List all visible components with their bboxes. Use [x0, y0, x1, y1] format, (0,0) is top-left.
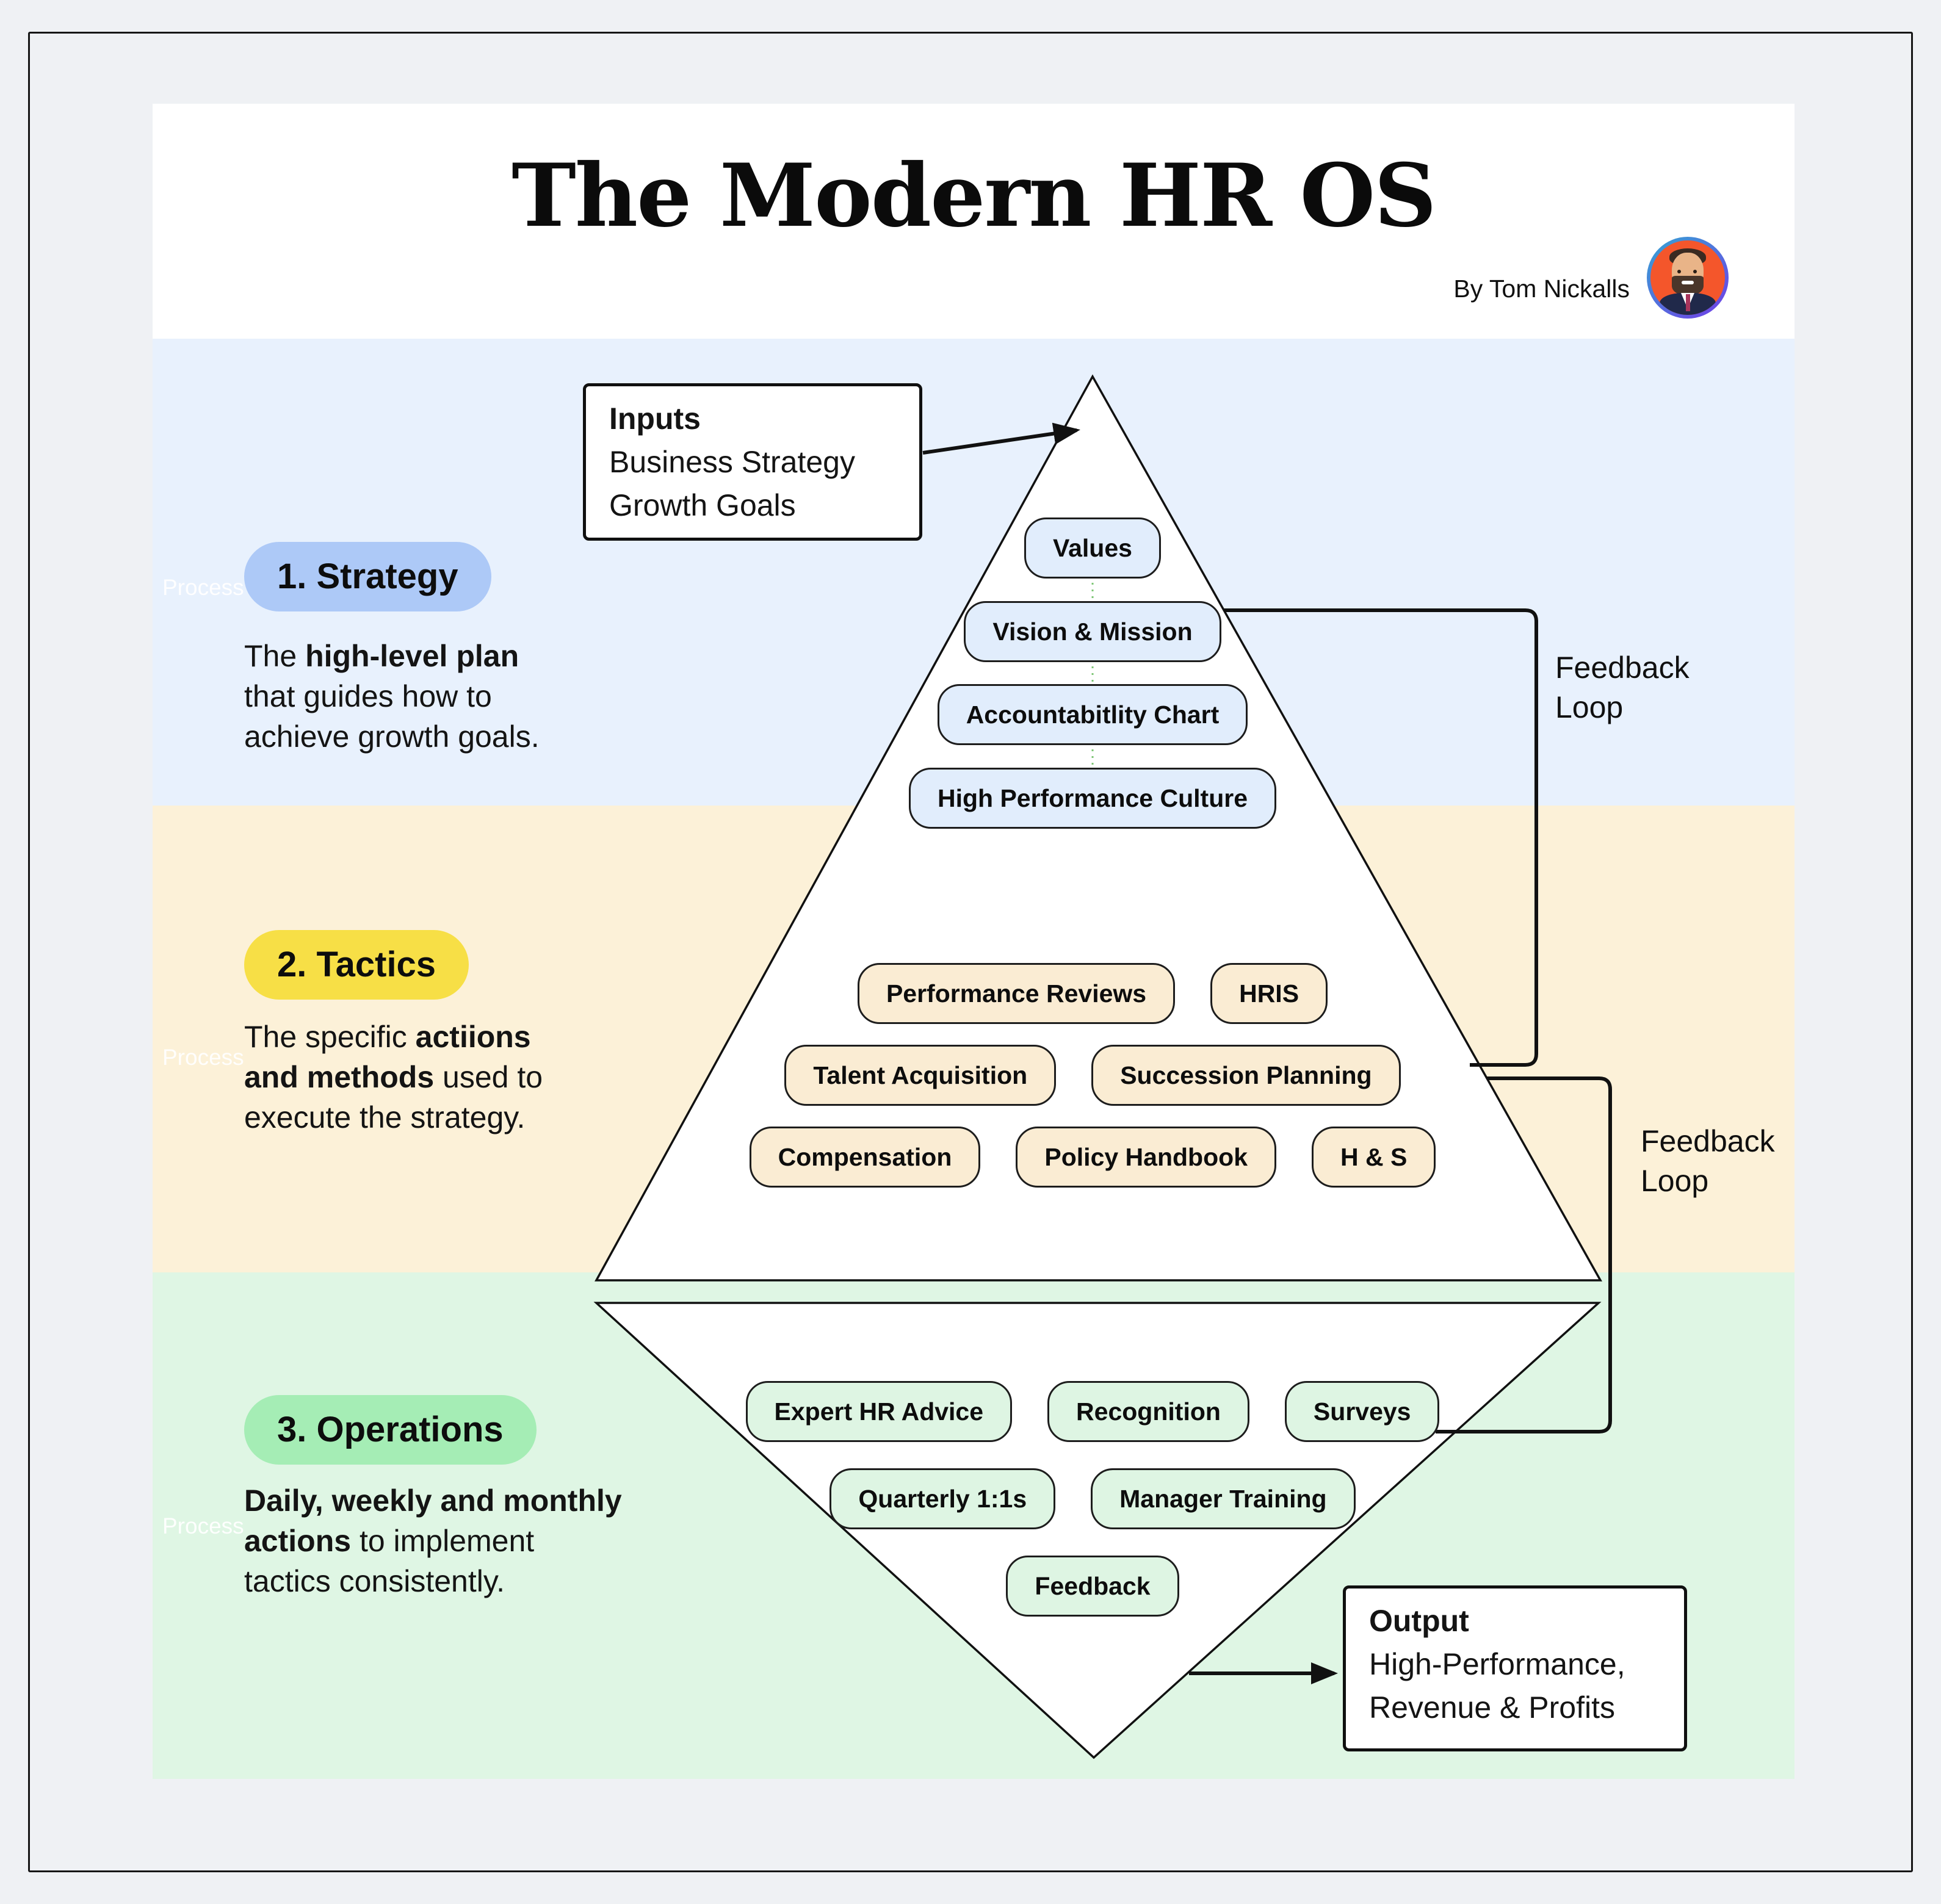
operations-description: Daily, weekly and monthly actions to imp… [244, 1484, 622, 1598]
process-watermark: Process [162, 1513, 244, 1538]
operations-pill: Manager Training [1091, 1468, 1356, 1529]
output-box: Output High-Performance, Revenue & Profi… [1343, 1585, 1687, 1751]
feedback-loop-label-top: Feedback Loop [1555, 651, 1690, 724]
strategy-label-pill: 1. Strategy [244, 542, 491, 611]
author-byline: By Tom Nickalls [1453, 275, 1630, 303]
tactics-pill: Policy Handbook [1016, 1127, 1276, 1188]
operations-pill: Surveys [1284, 1381, 1440, 1442]
operations-pill: Expert HR Advice [745, 1381, 1013, 1442]
page-title: The Modern HR OS [511, 145, 1437, 247]
strategy-pill-row: Vision & Mission [549, 601, 1636, 662]
tactics-pill: H & S [1312, 1127, 1436, 1188]
operations-pill-row: Feedback [549, 1556, 1636, 1617]
operations-pill-row: Expert HR Advice Recognition Surveys [549, 1381, 1636, 1442]
strategy-pill: Vision & Mission [964, 601, 1221, 662]
avatar-photo [1650, 240, 1725, 315]
strategy-pill-row: Values [549, 517, 1636, 579]
operations-label-pill: 3. Operations [244, 1395, 537, 1465]
tactics-description: The specific actiions and methods used t… [244, 1020, 543, 1134]
output-box-line: Revenue & Profits [1369, 1690, 1615, 1725]
process-watermark: Process [162, 575, 244, 600]
tactics-pill: Performance Reviews [857, 963, 1176, 1024]
strategy-pill-row: Accountabitlity Chart [549, 684, 1636, 745]
tactics-pill: HRIS [1210, 963, 1328, 1024]
tactics-pill-row: Compensation Policy Handbook H & S [549, 1127, 1636, 1188]
inputs-box-line: Business Strategy [609, 445, 855, 479]
strategy-pill: High Performance Culture [908, 768, 1277, 829]
tactics-pill: Succession Planning [1091, 1045, 1401, 1106]
operations-pill: Recognition [1047, 1381, 1249, 1442]
inputs-box-line: Growth Goals [609, 488, 796, 522]
feedback-loop-label-bottom: Feedback Loop [1641, 1124, 1775, 1198]
tactics-pill-row: Talent Acquisition Succession Planning [549, 1045, 1636, 1106]
strategy-pill-row: High Performance Culture [549, 768, 1636, 829]
header-band [153, 104, 1795, 339]
tactics-pill-row: Performance Reviews HRIS [549, 963, 1636, 1024]
strategy-description: The high-level plan that guides how to a… [244, 639, 540, 754]
strategy-pill: Accountabitlity Chart [937, 684, 1248, 745]
feedback-loop-1-line [1224, 608, 1538, 1067]
feedback-loop-2-line [1436, 1076, 1612, 1433]
output-box-line: High-Performance, [1369, 1647, 1625, 1681]
strategy-pill: Values [1024, 517, 1161, 579]
operations-pill: Feedback [1006, 1556, 1179, 1617]
author-avatar [1647, 237, 1729, 319]
tactics-label-pill: 2. Tactics [244, 930, 469, 1000]
inputs-box-title: Inputs [609, 402, 701, 436]
inputs-arrow [922, 422, 1080, 455]
output-box-title: Output [1369, 1604, 1469, 1638]
operations-pill: Quarterly 1:1s [830, 1468, 1056, 1529]
tactics-pill: Talent Acquisition [784, 1045, 1057, 1106]
operations-pill-row: Quarterly 1:1s Manager Training [549, 1468, 1636, 1529]
inputs-box: Inputs Business Strategy Growth Goals [583, 383, 922, 541]
process-watermark: Process [162, 1045, 244, 1070]
tactics-pill: Compensation [749, 1127, 981, 1188]
